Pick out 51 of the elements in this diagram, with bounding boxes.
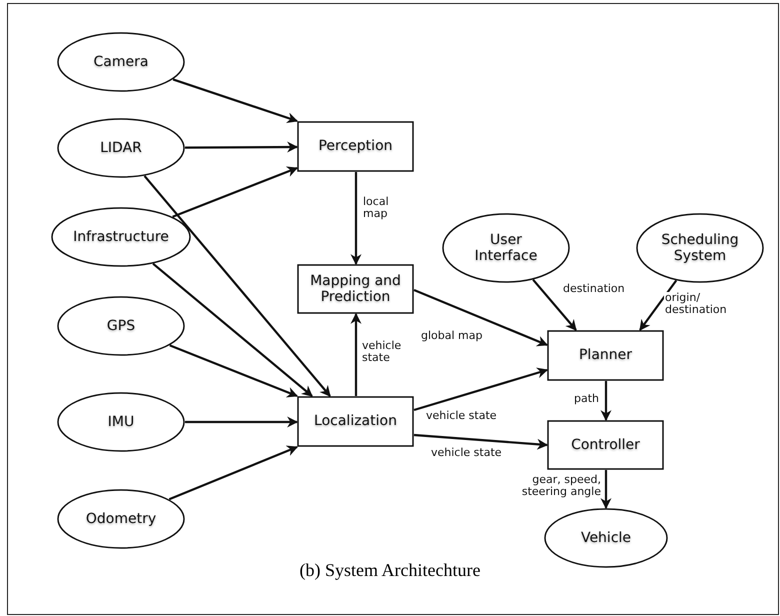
ellipse-node <box>57 118 185 178</box>
arrow <box>350 312 362 396</box>
arrow <box>414 288 548 346</box>
arrow <box>639 280 678 331</box>
figure-caption: (b) System Architechture <box>298 560 482 581</box>
arrow <box>185 142 298 153</box>
node-label: IMU <box>108 414 134 430</box>
ellipse-node <box>51 207 191 267</box>
arrow <box>168 446 298 500</box>
node-label: Odometry <box>86 510 156 528</box>
node-label: Camera <box>94 54 148 70</box>
edge-label: vehicle state <box>430 447 503 460</box>
arrow <box>350 172 362 266</box>
node-label: Infrastructure <box>73 228 169 246</box>
node-label: LIDAR <box>100 140 142 156</box>
process-box <box>547 420 664 470</box>
ellipse-node <box>544 508 668 568</box>
arrow <box>600 470 612 510</box>
node-label: Planner <box>578 347 632 364</box>
ellipse-node <box>57 489 185 549</box>
node-label: User Interface <box>474 232 538 264</box>
process-box <box>297 121 414 172</box>
node-label: Controller <box>571 436 640 454</box>
arrow <box>172 166 298 218</box>
arrow <box>532 279 577 331</box>
edge-label: global map <box>420 330 484 342</box>
node-label: Localization <box>314 413 397 430</box>
node-label: Scheduling System <box>660 232 740 264</box>
process-box <box>547 330 664 381</box>
process-box <box>297 396 414 447</box>
node-label: Vehicle <box>580 530 632 546</box>
arrow <box>414 434 548 450</box>
edge-label: vehicle state <box>425 410 498 422</box>
arrow <box>169 344 298 398</box>
edge-label: path <box>572 393 600 406</box>
ellipse-node <box>636 213 764 283</box>
node-label: Perception <box>318 138 393 155</box>
node-label: Mapping and Prediction <box>309 272 402 306</box>
arrow <box>600 381 612 422</box>
arrow <box>152 262 313 397</box>
arrow <box>414 368 548 412</box>
ellipse-node <box>57 296 185 356</box>
arrow <box>172 78 298 124</box>
ellipse-node <box>57 392 185 452</box>
process-box <box>297 264 414 314</box>
edge-label: destination <box>562 283 626 296</box>
arrow <box>144 175 331 397</box>
arrow <box>185 416 298 428</box>
ellipse-node <box>442 213 570 283</box>
ellipse-node <box>57 32 185 92</box>
node-label: GPS <box>106 318 136 334</box>
